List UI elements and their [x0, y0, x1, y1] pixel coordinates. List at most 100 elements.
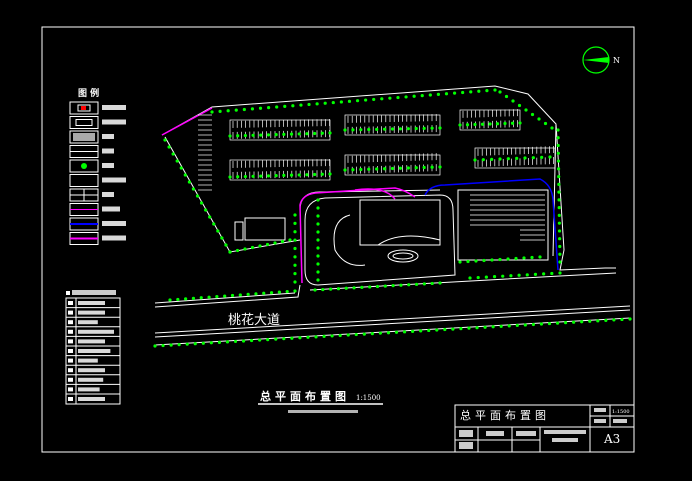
tree-icon — [372, 97, 376, 102]
tree-icon — [604, 318, 608, 322]
legend-item — [69, 217, 126, 231]
tree-icon — [176, 297, 180, 302]
tree-icon — [380, 97, 384, 101]
tree-icon — [394, 330, 399, 334]
tree-icon — [468, 276, 472, 280]
tree-icon — [282, 173, 286, 177]
tree-icon — [243, 133, 247, 138]
tree-icon — [266, 174, 271, 178]
tree-icon — [354, 332, 358, 337]
tree-icon — [438, 126, 442, 130]
table-row — [66, 393, 120, 401]
tree-icon — [236, 134, 240, 138]
tree-icon — [266, 337, 270, 342]
tree-icon — [414, 126, 418, 131]
tree-icon — [557, 221, 562, 225]
tree-icon — [280, 239, 285, 244]
tree-icon — [171, 152, 175, 156]
tree-icon — [316, 246, 320, 250]
tree-icon — [557, 190, 561, 194]
tree-icon — [515, 156, 519, 160]
legend-item — [69, 101, 126, 115]
table-row — [66, 383, 120, 392]
tree-icon — [461, 90, 465, 95]
tree-icon — [201, 341, 205, 345]
tree-icon — [316, 238, 320, 242]
tree-icon — [330, 334, 334, 338]
tree-icon — [316, 214, 320, 218]
road-label: 桃花大道 — [228, 312, 280, 328]
tree-icon — [282, 337, 286, 341]
tree-icon — [167, 145, 171, 149]
legend-item — [69, 145, 114, 158]
tree-icon — [289, 173, 294, 177]
tree-icon — [347, 99, 352, 103]
tree-icon — [411, 329, 415, 333]
tree-icon — [267, 106, 271, 110]
tree-icon — [293, 238, 297, 242]
tree-icon — [523, 156, 527, 160]
tree-icon — [328, 172, 332, 176]
tree-icon — [305, 173, 309, 177]
tree-icon — [269, 291, 274, 295]
parking-row — [198, 114, 212, 191]
tree-icon — [485, 89, 489, 93]
legend-item — [69, 130, 114, 144]
tree-icon — [343, 168, 347, 172]
tree-icon — [259, 133, 263, 137]
table-row — [66, 316, 120, 325]
tree-icon — [498, 257, 502, 262]
tree-icon — [207, 295, 211, 299]
tree-icon — [289, 132, 294, 136]
tree-icon — [396, 95, 400, 100]
tree-icon — [465, 123, 470, 127]
tree-icon — [336, 287, 341, 291]
tree-icon — [391, 284, 395, 288]
tree-icon — [362, 332, 366, 336]
legend-item — [69, 188, 114, 202]
tree-icon — [498, 157, 502, 161]
tree-icon — [419, 329, 423, 333]
tree-icon — [360, 285, 364, 289]
title-block-scale: 1:1500 — [612, 409, 630, 415]
tree-icon — [438, 281, 442, 285]
legend-item — [69, 159, 114, 173]
tree-icon — [430, 126, 434, 130]
tree-icon — [313, 172, 317, 177]
tree-icon — [293, 246, 297, 251]
tree-icon — [236, 175, 240, 179]
tree-icon — [238, 293, 242, 297]
table-row — [66, 364, 120, 373]
tree-icon — [293, 272, 297, 276]
tree-icon — [490, 258, 494, 262]
tree-icon — [199, 201, 204, 205]
tree-icon — [307, 102, 311, 107]
tree-icon — [525, 273, 529, 277]
tree-icon — [459, 327, 463, 331]
tree-icon — [297, 173, 301, 177]
north-arrow-icon: N — [582, 46, 620, 74]
tree-icon — [316, 206, 320, 210]
tree-icon — [230, 293, 235, 298]
parking-row — [470, 194, 520, 226]
tree-icon — [228, 134, 232, 138]
tree-icon — [557, 229, 562, 233]
tree-icon — [169, 343, 173, 347]
tree-icon — [191, 296, 196, 300]
tree-icon — [557, 182, 561, 186]
tree-icon — [185, 342, 189, 346]
tree-icon — [243, 174, 247, 179]
tree-icon — [474, 259, 478, 263]
tree-icon — [539, 322, 544, 326]
tree-icon — [285, 289, 289, 294]
tree-icon — [243, 247, 247, 251]
tree-icon — [420, 94, 424, 98]
tree-icon — [258, 244, 262, 248]
tree-icon — [511, 99, 515, 103]
tree-icon — [506, 257, 510, 261]
tree-icon — [246, 292, 250, 296]
tree-icon — [493, 88, 497, 92]
tree-icon — [469, 90, 473, 94]
table-row — [66, 326, 120, 334]
